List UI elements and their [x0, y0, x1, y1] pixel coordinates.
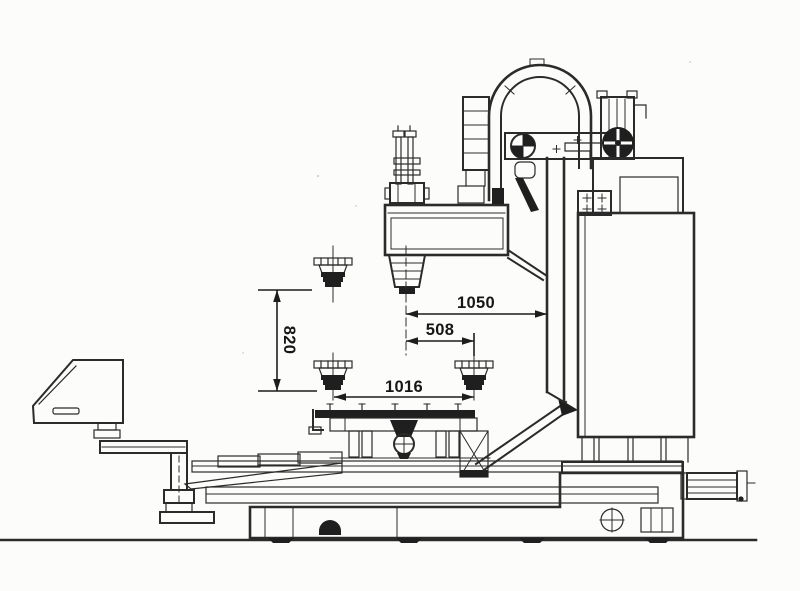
spindle-head: [383, 185, 549, 282]
diagonal-brace: [474, 398, 578, 472]
cross-marks: [552, 136, 582, 153]
trunnion-legs: [329, 430, 491, 459]
pallet-studs: [326, 403, 462, 411]
scan-speck: [242, 352, 244, 354]
cable-carrier-arch: [487, 58, 593, 204]
motor-pulley: [602, 127, 634, 159]
tool-holder-lower-left: [313, 352, 353, 401]
bolt-block: [577, 190, 612, 216]
dimension-1016: 1016: [334, 378, 474, 401]
dimension-508: 508: [406, 321, 475, 356]
tool-clamp-cylinder: [384, 125, 430, 204]
tool-holder-lower-right: [454, 352, 494, 401]
base-junction-box: [640, 507, 674, 533]
pendant-post: [159, 452, 215, 524]
machine-column: [561, 157, 696, 474]
pallet-left-bracket: [312, 409, 324, 431]
control-pendant: [31, 359, 124, 424]
leveling-feet: [268, 538, 671, 543]
spindle-motor: [596, 90, 647, 160]
belt-cover-bar: [504, 132, 621, 212]
head-top-bracket: [457, 185, 485, 204]
cable-bracket: [492, 188, 504, 204]
tool-pot: [514, 161, 536, 179]
column-top-box: [592, 157, 684, 214]
column-body: [576, 211, 696, 439]
tool-magazine-box: [462, 96, 490, 187]
machine-base: [248, 471, 685, 543]
base-arch-detail: [319, 520, 341, 535]
dimension-820: 820: [258, 289, 317, 392]
base-lifting-mark: [599, 507, 625, 533]
column-legs: [561, 436, 689, 474]
rotary-table: [308, 398, 578, 478]
pallet-plate: [315, 410, 475, 418]
z-axis-slide: [545, 156, 566, 404]
column-base-plate: [561, 461, 684, 474]
bed-way-cover: [191, 460, 683, 504]
head-chamfer: [506, 248, 549, 282]
scan-speck: [355, 205, 357, 207]
idler-pulley: [510, 133, 536, 159]
scan-speck: [689, 61, 691, 63]
dimension-text-1050: 1050: [457, 294, 495, 312]
scan-speck: [316, 174, 320, 178]
drive-belt: [515, 178, 539, 212]
tool-holder-upper: [313, 245, 353, 303]
pendant-slot: [52, 407, 80, 415]
telescopic-way-cover: [183, 451, 343, 490]
dimension-text-820: 820: [280, 326, 298, 354]
rotary-bearing: [390, 420, 418, 459]
x-axis-motor: [680, 470, 756, 502]
pendant-arm: [93, 422, 188, 454]
dimension-text-1016: 1016: [385, 378, 423, 396]
dimension-text-508: 508: [426, 321, 454, 339]
spindle-nose: [387, 245, 427, 356]
dimension-1050: 1050: [406, 294, 547, 318]
